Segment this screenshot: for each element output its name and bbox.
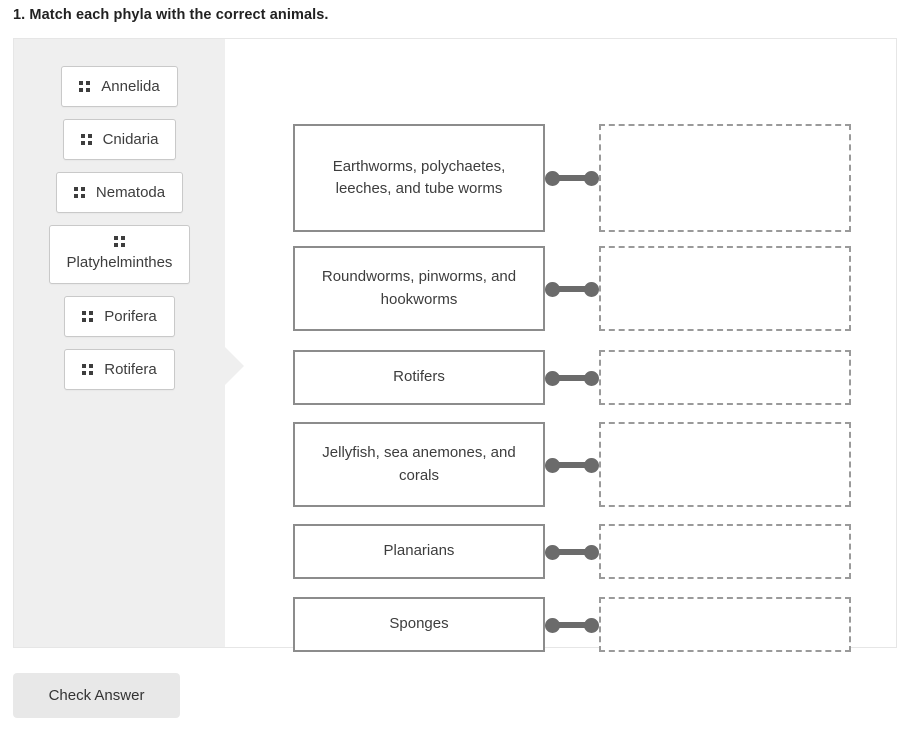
match-row: Planarians xyxy=(293,524,851,579)
drag-handle-icon xyxy=(82,364,94,375)
draggable-tile-cnidaria[interactable]: Cnidaria xyxy=(62,119,177,160)
tile-bank: Annelida Cnidaria Nematoda Platyhelminth… xyxy=(14,39,244,647)
matching-activity-panel: Annelida Cnidaria Nematoda Platyhelminth… xyxy=(13,38,897,652)
tile-label: Rotifera xyxy=(104,361,157,378)
drag-handle-icon xyxy=(82,311,94,322)
connector-icon xyxy=(545,617,599,633)
drop-zone[interactable] xyxy=(599,597,851,652)
drag-handle-icon xyxy=(79,81,91,92)
tile-row: Annelida xyxy=(14,66,225,107)
drop-zone[interactable] xyxy=(599,422,851,507)
connector-icon xyxy=(545,370,599,386)
prompt-card: Roundworms, pinworms, and hookworms xyxy=(293,246,545,331)
drag-handle-icon xyxy=(73,187,85,198)
prompt-card: Jellyfish, sea anemones, and corals xyxy=(293,422,545,507)
tile-label: Porifera xyxy=(104,308,157,325)
drag-handle-icon xyxy=(113,236,125,247)
prompt-card: Earthworms, polychaetes, leeches, and tu… xyxy=(293,124,545,232)
tile-row: Rotifera xyxy=(14,349,225,390)
tile-row: Platyhelminthes xyxy=(14,225,225,284)
prompt-card: Sponges xyxy=(293,597,545,652)
match-row: Earthworms, polychaetes, leeches, and tu… xyxy=(293,124,851,232)
match-row: Jellyfish, sea anemones, and corals xyxy=(293,422,851,507)
match-row: Sponges xyxy=(293,597,851,652)
connector-icon xyxy=(545,171,599,186)
draggable-tile-annelida[interactable]: Annelida xyxy=(61,66,178,107)
drag-handle-icon xyxy=(80,134,92,145)
tile-row: Nematoda xyxy=(14,172,225,213)
check-answer-button[interactable]: Check Answer xyxy=(13,673,180,718)
draggable-tile-porifera[interactable]: Porifera xyxy=(64,296,175,337)
prompt-card: Planarians xyxy=(293,524,545,579)
tile-label: Cnidaria xyxy=(102,131,159,148)
bank-pointer-arrow xyxy=(225,347,244,385)
tile-row: Porifera xyxy=(14,296,225,337)
prompt-card: Rotifers xyxy=(293,350,545,405)
page-title: 1. Match each phyla with the correct ani… xyxy=(13,7,329,23)
match-area: Earthworms, polychaetes, leeches, and tu… xyxy=(225,39,896,652)
drop-zone[interactable] xyxy=(599,246,851,331)
connector-icon xyxy=(545,544,599,560)
draggable-tile-platyhelminthes[interactable]: Platyhelminthes xyxy=(48,225,191,284)
draggable-tile-rotifera[interactable]: Rotifera xyxy=(64,349,175,390)
connector-icon xyxy=(545,281,599,297)
drop-zone[interactable] xyxy=(599,350,851,405)
tile-row: Cnidaria xyxy=(14,119,225,160)
match-row: Roundworms, pinworms, and hookworms xyxy=(293,246,851,331)
tile-label: Platyhelminthes xyxy=(66,254,173,271)
match-row: Rotifers xyxy=(293,350,851,405)
drop-zone[interactable] xyxy=(599,524,851,579)
drop-zone[interactable] xyxy=(599,124,851,232)
draggable-tile-nematoda[interactable]: Nematoda xyxy=(55,172,184,213)
tile-label: Nematoda xyxy=(95,184,166,201)
tile-label: Annelida xyxy=(101,78,160,95)
connector-icon xyxy=(545,457,599,473)
